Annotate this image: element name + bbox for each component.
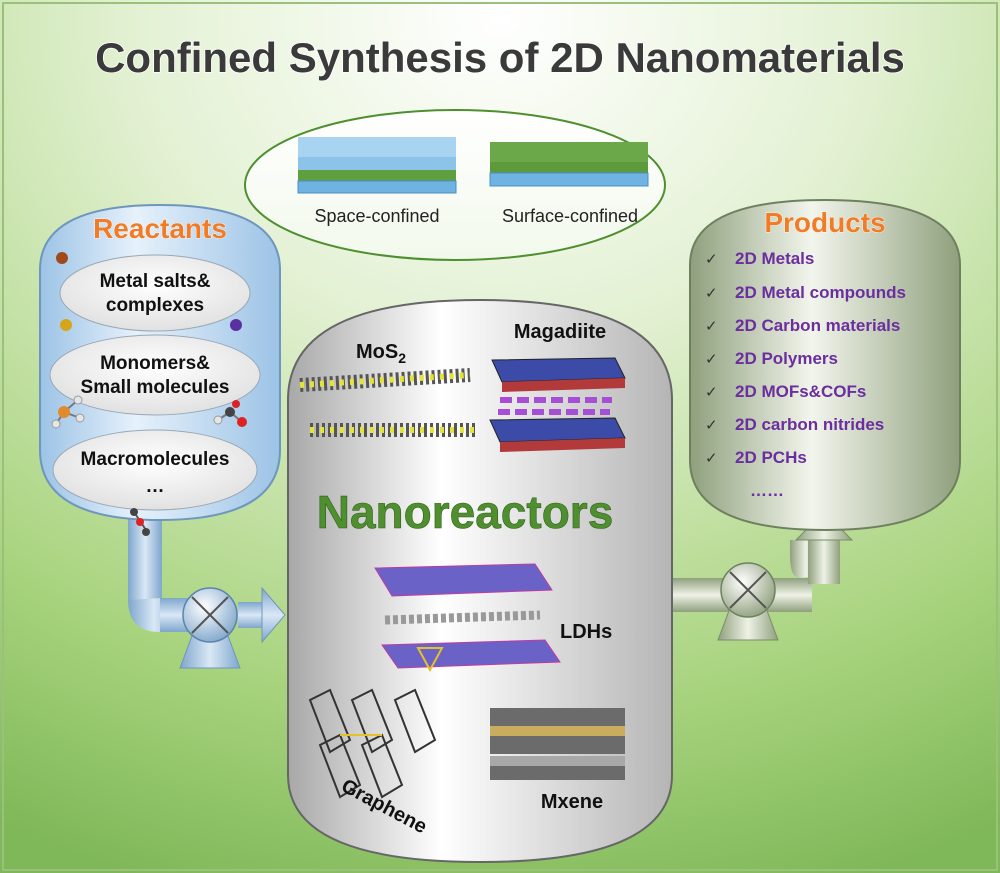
reactant-pill-macromolecules-line2: … bbox=[146, 476, 165, 497]
ldh-structure-icon bbox=[374, 563, 561, 673]
reactant-pill-metal-salts-line2: complexes bbox=[106, 295, 204, 316]
organic-molecule-icon bbox=[213, 400, 247, 427]
magadiite-structure-icon bbox=[489, 357, 626, 452]
reactant-pill-macromolecules bbox=[52, 429, 258, 511]
small-molecule-icon bbox=[51, 395, 85, 429]
diagram-title: Confined Synthesis of 2D Nanomaterials bbox=[95, 34, 905, 81]
surface-confined-label: Surface-confined bbox=[502, 206, 638, 226]
outlet-valve bbox=[717, 562, 779, 641]
products-ellipsis: …… bbox=[750, 481, 784, 500]
check-icon: ✓ bbox=[705, 350, 718, 368]
reactant-pill-monomers-line1: Monomers& bbox=[100, 353, 210, 374]
reactant-pill-metal-salts-line1: Metal salts& bbox=[100, 271, 211, 292]
macromolecule-chain-icon bbox=[130, 508, 150, 536]
check-icon: ✓ bbox=[705, 284, 718, 302]
mxene-structure-icon bbox=[490, 708, 625, 780]
product-item: 2D carbon nitrides bbox=[735, 415, 884, 434]
surface-confined-icon bbox=[489, 142, 649, 187]
metal-ion-dot bbox=[60, 319, 72, 331]
reactant-pill-monomers bbox=[49, 334, 261, 416]
check-icon: ✓ bbox=[705, 449, 718, 467]
confinement-legend: Space-confined Surface-confined bbox=[244, 109, 666, 261]
graphene-structure-icon bbox=[308, 688, 437, 799]
mos2-structure-icon bbox=[299, 368, 475, 437]
product-item: 2D PCHs bbox=[735, 448, 807, 467]
reactants-heading: Reactants bbox=[93, 213, 227, 244]
reactant-tank: Reactants Metal salts& complexes Monomer… bbox=[39, 203, 281, 536]
check-icon: ✓ bbox=[705, 383, 718, 401]
reactant-pill-macromolecules-line1: Macromolecules bbox=[81, 449, 230, 470]
inlet-arrow-head bbox=[261, 586, 286, 644]
product-item: 2D Polymers bbox=[735, 349, 838, 368]
product-item: 2D Metals bbox=[735, 249, 814, 268]
products-list: ✓ 2D Metals ✓ 2D Metal compounds ✓ 2D Ca… bbox=[705, 249, 906, 500]
reactant-pill-monomers-line2: Small molecules bbox=[81, 377, 230, 398]
material-label-ldhs: LDHs bbox=[560, 621, 612, 643]
check-icon: ✓ bbox=[705, 250, 718, 268]
products-tank: Products ✓ 2D Metals ✓ 2D Metal compound… bbox=[689, 198, 961, 532]
material-label-mxene: Mxene bbox=[541, 791, 603, 813]
check-icon: ✓ bbox=[705, 416, 718, 434]
space-confined-label: Space-confined bbox=[314, 206, 439, 226]
nanoreactor-tank: MoS2 Magadiite Nanoreactors LDHs bbox=[287, 298, 673, 864]
space-confined-icon bbox=[297, 137, 457, 194]
nanoreactors-label: Nanoreactors bbox=[317, 486, 614, 538]
material-label-mos2: MoS2 bbox=[356, 341, 406, 366]
inlet-valve bbox=[179, 587, 241, 669]
product-item: 2D MOFs&COFs bbox=[735, 382, 866, 401]
metal-ion-dot bbox=[56, 252, 68, 264]
product-item: 2D Carbon materials bbox=[735, 316, 900, 335]
material-label-magadiite: Magadiite bbox=[514, 321, 606, 343]
product-item: 2D Metal compounds bbox=[735, 283, 906, 302]
check-icon: ✓ bbox=[705, 317, 718, 335]
products-heading: Products bbox=[764, 207, 885, 238]
metal-ion-dot bbox=[230, 319, 242, 331]
reactant-pill-metal-salts bbox=[59, 254, 251, 332]
